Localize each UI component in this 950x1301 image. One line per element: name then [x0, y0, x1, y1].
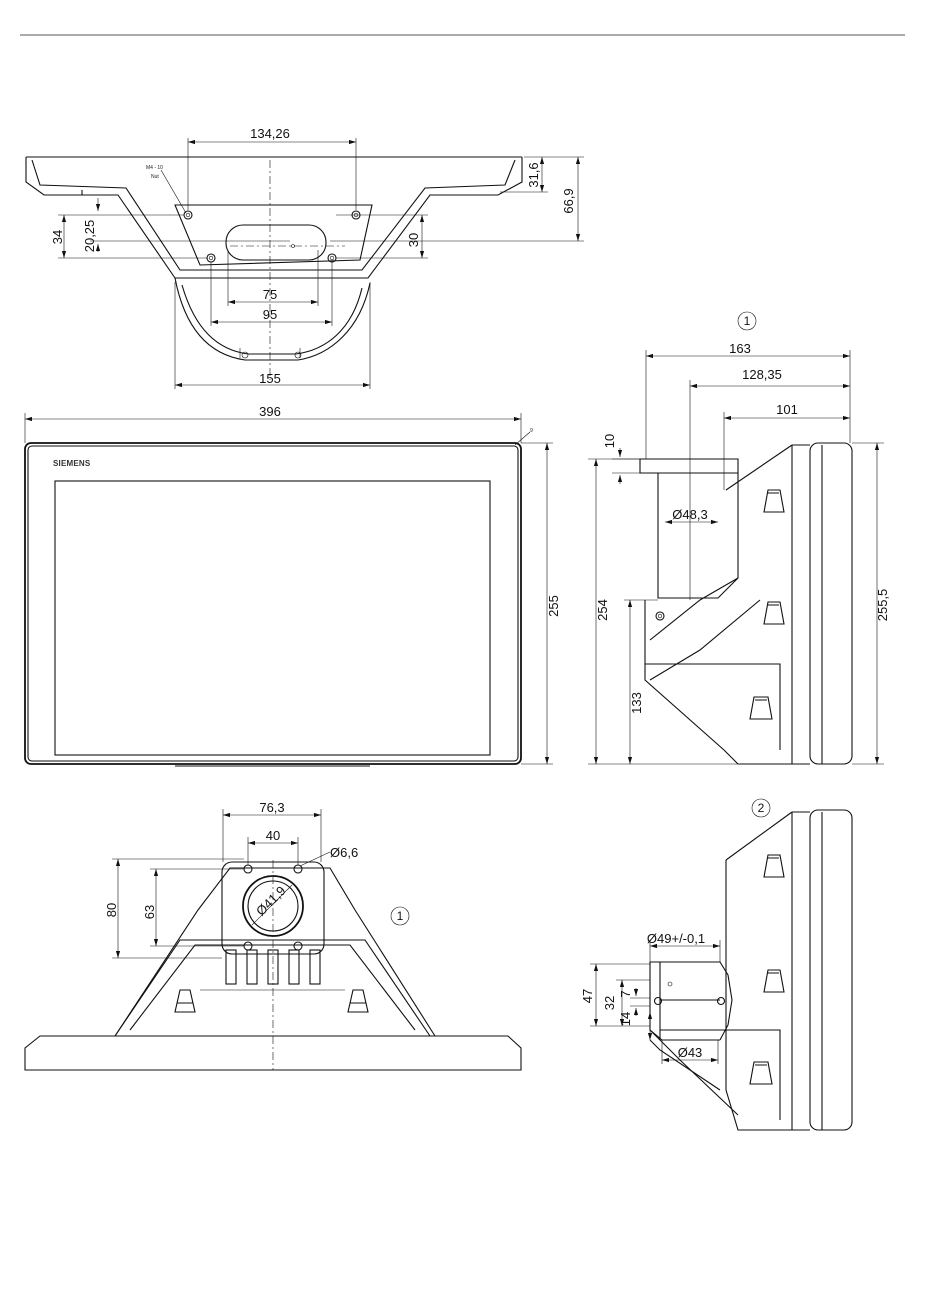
top-dim-134: 134,26	[250, 126, 290, 141]
side-dim-10: 10	[602, 434, 617, 448]
bottom-dim-63: 63	[142, 905, 157, 919]
bottom-dim-dia-41-9: Ø41,9	[253, 883, 289, 919]
side-dim-255-5: 255,5	[875, 589, 890, 622]
bottom-dim-40: 40	[266, 828, 280, 843]
side-dim-254: 254	[595, 599, 610, 621]
side-dim-101: 101	[776, 402, 798, 417]
bottom-dim-80: 80	[104, 903, 119, 917]
bottom-dim-dia-6-6: Ø6,6	[330, 845, 358, 860]
section-dim-dia-43: Ø43	[678, 1045, 703, 1060]
side-dim-163: 163	[729, 341, 751, 356]
section-dim-32: 32	[602, 996, 617, 1010]
thread-label: M4 - 10	[146, 165, 163, 171]
callout-1-side: 1	[744, 314, 751, 328]
top-view: M4 - 10 Nut 134,26 75 95 155 31,6 66,9 3…	[26, 126, 584, 389]
top-dim-20-25: 20,25	[82, 220, 97, 253]
front-dim-396: 396	[259, 404, 281, 419]
front-dim-255: 255	[546, 595, 561, 617]
side-dim-dia-48-3: Ø48,3	[672, 507, 707, 522]
side-dim-133: 133	[629, 692, 644, 714]
section-dim-47: 47	[580, 989, 595, 1003]
bottom-view: 1 76,3 40 Ø6,6 80 63 Ø41,9	[25, 800, 521, 1070]
section-view: 2 Ø49+/-0,1 47 32 7	[580, 799, 852, 1130]
bottom-dim-76-3: 76,3	[259, 800, 284, 815]
front-view: SIEMENS 9 396 255	[25, 404, 561, 766]
top-dim-30: 30	[406, 233, 421, 247]
top-dim-75: 75	[263, 287, 277, 302]
brand-logo: SIEMENS	[53, 459, 91, 468]
callout-2: 2	[758, 801, 765, 815]
section-dim-14: 14	[618, 1012, 633, 1026]
callout-1-bottom: 1	[397, 909, 404, 923]
section-dim-dia-49: Ø49+/-0,1	[647, 931, 705, 946]
top-dim-34: 34	[50, 230, 65, 244]
top-dim-66-9: 66,9	[561, 188, 576, 213]
front-small-dim: 9	[530, 428, 533, 434]
top-dim-31-6: 31,6	[526, 162, 541, 187]
top-dim-155: 155	[259, 371, 281, 386]
side-dim-128-35: 128,35	[742, 367, 782, 382]
thread-sublabel: Nut	[151, 174, 159, 180]
top-dim-95: 95	[263, 307, 277, 322]
side-view: 1 163 128,35 101 10	[588, 312, 890, 764]
section-dim-7: 7	[618, 990, 633, 997]
